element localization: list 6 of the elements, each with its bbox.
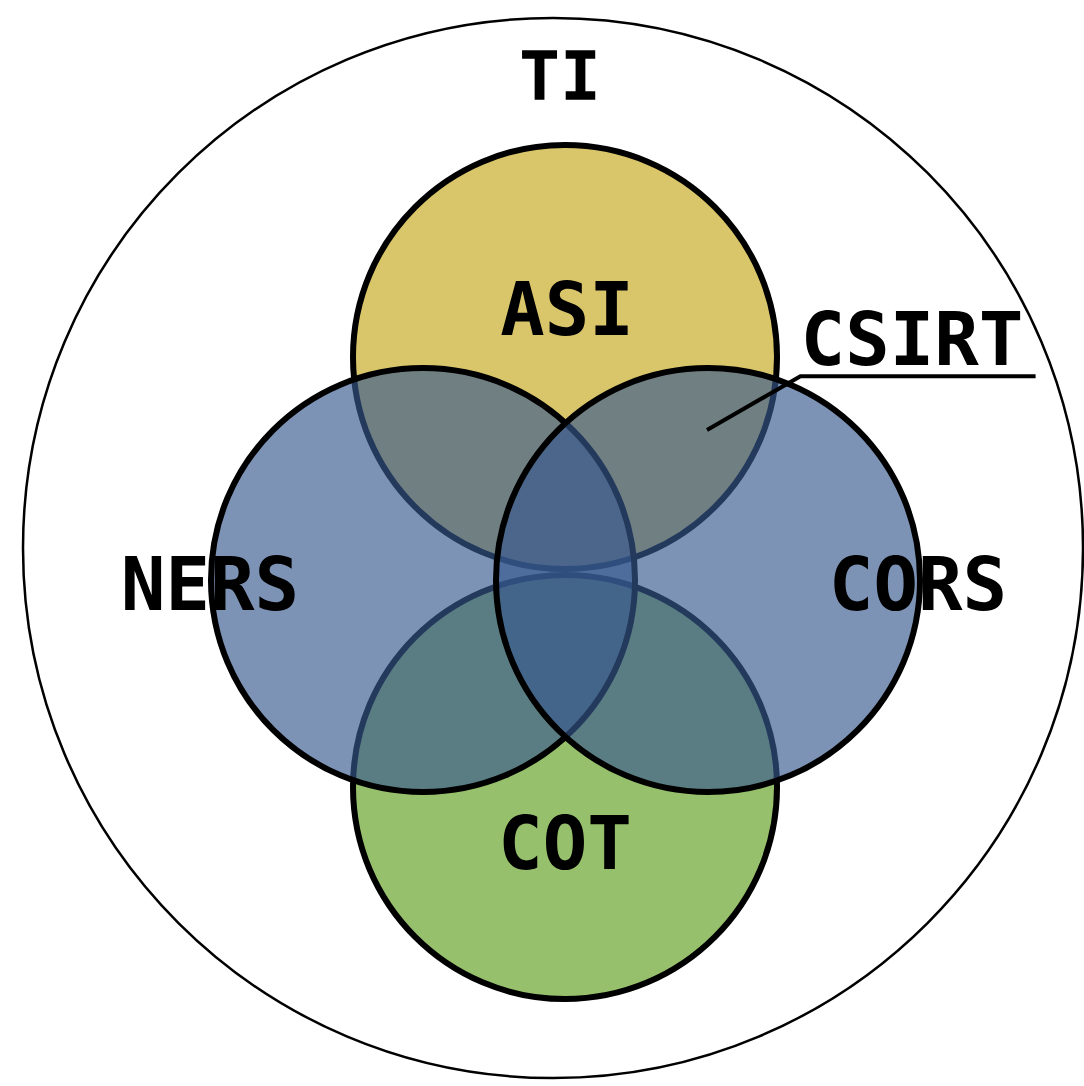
circle-label: NERS (125, 555, 295, 611)
callout-label: CSIRT (806, 310, 1021, 366)
circle-label: COT (503, 814, 629, 870)
circle-label: CORS (834, 555, 1003, 611)
circle-label: TI (522, 50, 596, 100)
circle-label: ASI (501, 280, 628, 336)
